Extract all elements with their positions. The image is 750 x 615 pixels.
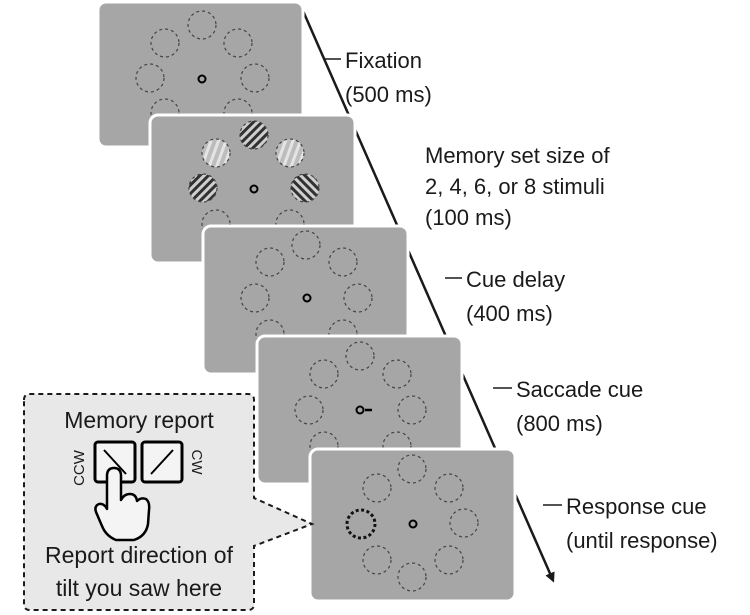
stage-label-line: Memory set size of — [425, 143, 610, 168]
stage-label-line: 2, 4, 6, or 8 stimuli — [425, 174, 605, 199]
stage-label-line: Saccade cue — [516, 377, 643, 402]
stage-label-cue-delay: Cue delay (400 ms) — [445, 267, 565, 326]
stage-label-line: Cue delay — [466, 267, 565, 292]
response-cue-circle — [345, 508, 377, 540]
stage-label-line: (400 ms) — [466, 301, 553, 326]
fixation-point — [197, 74, 207, 84]
stimulus-grating — [239, 120, 269, 150]
stage-label-line: Response cue — [566, 494, 707, 519]
memory-report-callout: Memory report CCW CW Report direction of… — [23, 393, 315, 611]
stage-label-line: (500 ms) — [345, 82, 432, 107]
fixation-point — [302, 293, 312, 303]
cw-key-label: CW — [188, 450, 205, 476]
stage-label-line: (100 ms) — [425, 205, 512, 230]
stimulus-grating — [290, 173, 320, 203]
stage-label-memory-set: Memory set size of 2, 4, 6, or 8 stimuli… — [425, 143, 610, 230]
callout-caption-line: tilt you saw here — [56, 575, 222, 601]
fixation-point — [408, 519, 418, 529]
pointing-hand-icon — [94, 466, 151, 542]
stage-label-fixation: Fixation (500 ms) — [323, 48, 432, 107]
ccw-key-label: CCW — [71, 449, 88, 486]
callout-title: Memory report — [64, 407, 214, 433]
stage-label-line: Fixation — [345, 48, 422, 73]
stage-label-saccade-cue: Saccade cue (800 ms) — [493, 377, 643, 436]
stimulus-grating — [275, 138, 305, 168]
callout-caption-line: Report direction of — [45, 542, 234, 568]
stimulus-grating — [188, 173, 218, 203]
panel-response-cue — [308, 447, 517, 603]
fixation-point — [249, 184, 259, 194]
fixation-point — [355, 405, 365, 415]
stimulus-grating — [201, 138, 231, 168]
ccw-tilt-icon — [103, 449, 127, 475]
stage-label-response-cue: Response cue (until response) — [543, 494, 718, 553]
stage-label-line: (800 ms) — [516, 411, 603, 436]
stage-label-line: (until response) — [566, 528, 718, 553]
cw-tilt-icon — [150, 449, 174, 475]
